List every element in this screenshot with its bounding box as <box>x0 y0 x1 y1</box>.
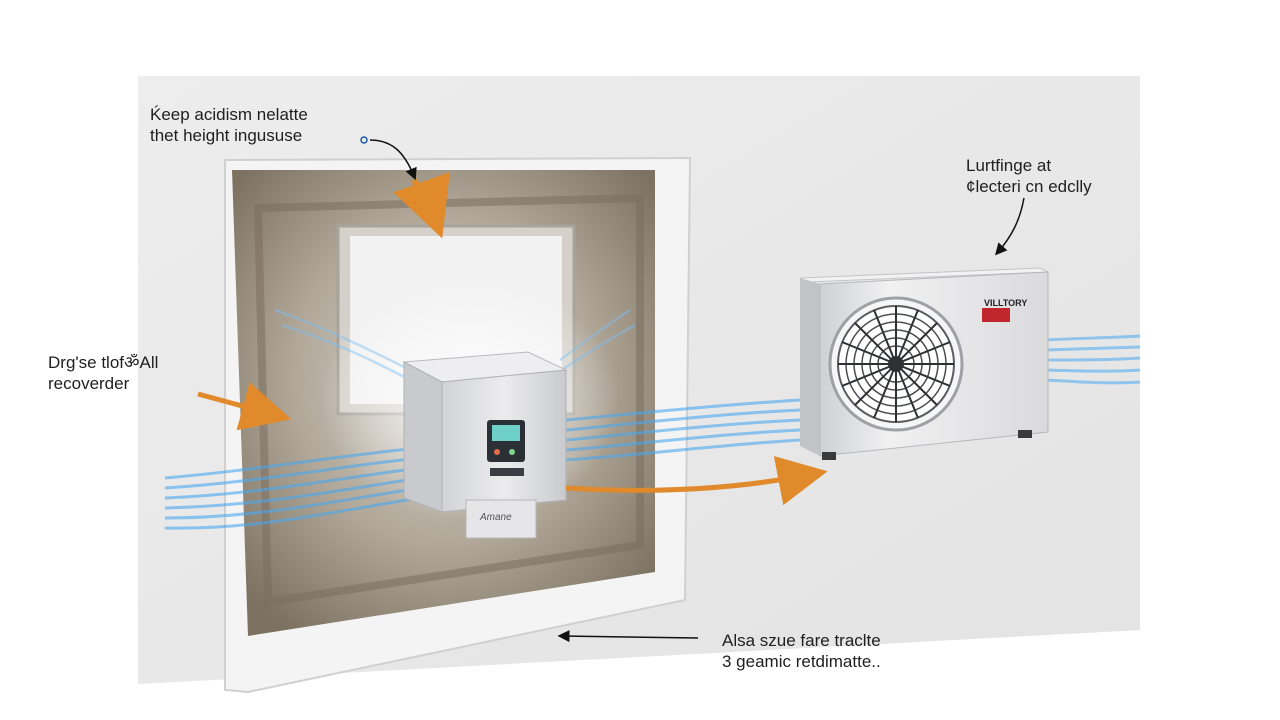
airflow-right <box>1044 334 1141 385</box>
annotation-top-left-line2: thet height ingususe <box>150 126 303 145</box>
arrow-icon-top <box>393 171 450 239</box>
annotation-top-right-line2: ¢lecteri cn edclly <box>966 177 1092 196</box>
control-knob-right <box>509 449 515 455</box>
control-label-strip <box>490 468 524 476</box>
fan-icon <box>828 296 964 432</box>
ac-unit-left-side <box>800 278 820 456</box>
control-screen <box>492 425 520 441</box>
annotation-left-line1: Drg'se tlofॐAll <box>48 353 159 372</box>
control-knob-left <box>494 449 500 455</box>
annotation-bottom-line1: Alsa szue fare traclte <box>722 631 881 650</box>
wall-lower-edge <box>138 630 1140 720</box>
callout-bottom <box>557 630 699 643</box>
arrow-icon-right <box>565 456 828 506</box>
airflow-upper <box>274 308 636 382</box>
callout-top-left <box>369 139 417 181</box>
annotation-top-left-line1: Ḱeep acidism nelatte <box>150 105 308 124</box>
annotation-top-right-line1: Lurtfinge at <box>966 156 1052 175</box>
indoor-unit-front <box>403 361 443 513</box>
annotation-left-line2: recoverder <box>48 374 130 393</box>
airflow-left <box>164 446 421 530</box>
niche-inner-border <box>253 193 644 607</box>
arrow-icon-left <box>197 382 292 431</box>
annotation-left: Drg'se tlofॐAll recoverder <box>48 352 158 394</box>
callout-dot <box>360 136 368 144</box>
annotation-bottom: Alsa szue fare traclte 3 geamic retdimat… <box>722 630 881 672</box>
ac-brand-text: VILLTORY <box>984 298 1028 308</box>
airflow-middle <box>565 398 801 462</box>
ac-foot-right <box>1018 430 1032 438</box>
indoor-plate-text: Amane <box>480 512 512 523</box>
annotation-top-right: Lurtfinge at ¢lecteri cn edclly <box>966 155 1092 197</box>
brand-badge <box>982 308 1010 322</box>
indoor-unit-plate <box>465 499 537 539</box>
annotation-top-left: Ḱeep acidism nelatte thet height ingusus… <box>150 104 308 146</box>
ac-foot-left <box>822 452 836 460</box>
annotation-bottom-line2: 3 geamic retdimatte.. <box>722 652 881 671</box>
callout-top-right <box>995 197 1025 256</box>
